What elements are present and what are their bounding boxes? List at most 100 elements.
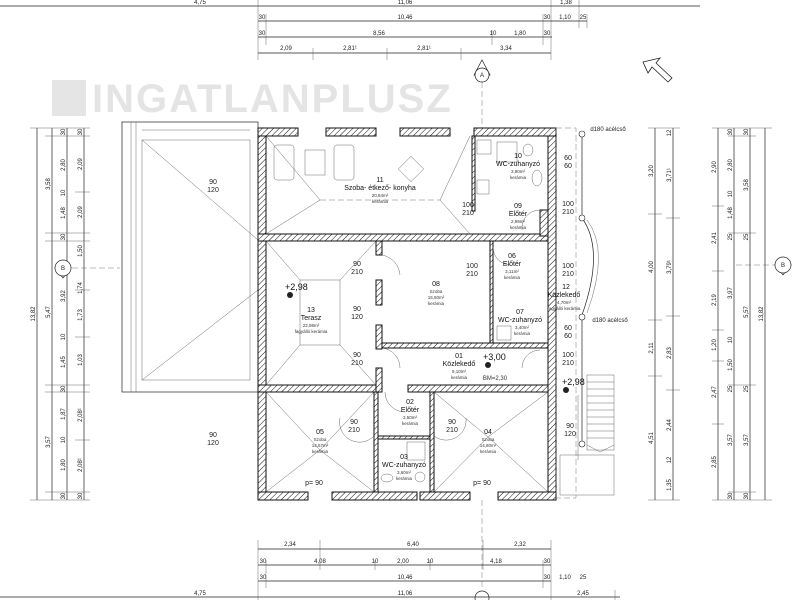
room-13-label: 13 Terasz 22,98m² fagyálló kerámia (295, 307, 328, 334)
room-area: 14,57m² (312, 443, 329, 448)
door-width: 100 (462, 202, 474, 209)
window-width: 90 (566, 423, 574, 430)
stove-icon (476, 139, 492, 155)
room-name: Előtér (503, 261, 522, 268)
dim-label: 10,46 (397, 15, 413, 21)
furniture (273, 139, 543, 483)
dining-table-icon (397, 155, 425, 183)
section-marker-b-left: B (54, 259, 120, 279)
section-marker-a-bottom (474, 500, 490, 600)
room-name: Előtér (509, 211, 528, 218)
dim-label: 2,11 (649, 342, 655, 354)
door-height: 210 (562, 360, 574, 367)
dim-label: 1,80 (61, 459, 67, 471)
section-marker-a-top: A (473, 59, 491, 130)
dim-label: 30 (728, 128, 734, 135)
room-area: 15,50m² (428, 295, 445, 300)
dim-label: 4,00 (649, 261, 655, 273)
sofa-icon (273, 144, 295, 181)
room-name: Szoba (430, 289, 443, 294)
parapet-label: p= 90 (305, 480, 323, 487)
dim-label: 30 (61, 233, 67, 240)
dim-label: 25 (744, 233, 750, 240)
dim-label: 3,57 (46, 436, 52, 448)
dim-label: 2,80 (728, 159, 734, 171)
dim-label: 3,34 (500, 46, 512, 52)
dim-label: 2,90 (712, 161, 718, 173)
level-marker-icon (485, 362, 491, 368)
dim-label: 25 (728, 233, 734, 240)
room-12-label: 12 Közlekedő 4,70m² fagyálló kerámia (548, 284, 581, 311)
dim-label: 3,20 (649, 165, 655, 177)
dim-label: 1,48 (728, 207, 734, 219)
room-number: 09 (514, 203, 522, 210)
dim-label: 2,41 (712, 232, 718, 244)
dim-label: 10 (728, 190, 734, 197)
armchair-icon (333, 144, 355, 181)
dim-label: 10 (61, 436, 67, 443)
level-terrace: +2,98 (285, 282, 308, 292)
room-name: WC-zuhanyzó (498, 317, 542, 324)
dim-label: 1,48 (61, 207, 67, 219)
room-05-label: 05 Szoba 14,57m² kerámia (312, 429, 329, 454)
room-07-label: 07 WC-zuhanyzó 3,40m² kerámia (498, 309, 542, 336)
dim-label: 4,18 (490, 559, 502, 565)
dim-label: 5,57 (744, 306, 750, 318)
room-floor: kerámia (428, 301, 445, 306)
room-08-label: 08 Szoba 15,50m² kerámia (428, 281, 445, 306)
room-number: 10 (514, 153, 522, 160)
dim-label: 4,51 (649, 432, 655, 444)
dim-label: 30 (61, 385, 67, 392)
toilet-icon (522, 143, 534, 157)
dim-label: 30 (544, 559, 551, 565)
dim-label: 10,46 (397, 575, 413, 581)
dim-label: 3,57 (744, 434, 750, 446)
sink-icon (476, 179, 490, 195)
room-area: 3,11m² (505, 269, 519, 274)
door-width: 90 (209, 432, 217, 439)
room-floor: kerámia (372, 199, 389, 204)
room-10-label: 10 WC-zuhanyzó 3,90m² kerámia (496, 153, 540, 180)
room-06-label: 06 Előtér 3,11m² kerámia (503, 253, 522, 280)
dim-label: 3,97 (728, 287, 734, 299)
room-03-label: 03 WC-zuhanyzó 3,60m² kerámia (382, 454, 426, 481)
bm-label: BM=2,30 (483, 376, 508, 382)
dim-label: 25 (580, 575, 587, 581)
level-stairs: +2,98 (562, 377, 585, 387)
door-width: 90 (448, 419, 456, 426)
dim-label: 8,56 (373, 31, 385, 37)
dim-label: 3,57 (728, 434, 734, 446)
dim-label: 30 (744, 492, 750, 499)
dim-label: 1,10 (559, 15, 571, 21)
dim-label: 12 (667, 456, 673, 463)
dim-label: 30 (259, 15, 266, 21)
roof-outline (121, 121, 259, 393)
room-area: 20,84m² (372, 193, 389, 198)
room-number: 03 (400, 454, 408, 461)
door-width: 100 (562, 352, 574, 359)
room-number: 02 (406, 399, 414, 406)
level-markers: +2,98 +3,00 BM=2,30 +2,98 (285, 282, 585, 393)
pipe-post-icon (578, 130, 586, 138)
pipe-label: d180 acélcső (590, 127, 626, 133)
door-width: 100 (562, 201, 574, 208)
shower-icon (496, 325, 512, 341)
dim-label: 2,45 (577, 591, 589, 597)
dim-label: 10 (372, 559, 379, 565)
door-height: 210 (446, 427, 458, 434)
shower-icon (496, 141, 518, 163)
north-arrow-icon (642, 57, 673, 83)
room-area: 9,10m² (452, 369, 467, 374)
dim-label: 30 (544, 575, 551, 581)
staircase (559, 374, 615, 496)
door-width: 100 (466, 263, 478, 270)
dim-label: 2,32 (514, 542, 526, 548)
door-labels: 90 120 100 210 60 60 100 210 90 210 100 … (207, 127, 628, 487)
room-number: 11 (376, 177, 383, 184)
room-02-label: 02 Előtér 3,50m² kerámia (401, 399, 420, 426)
dim-label: 3,58 (744, 179, 750, 191)
room-number: 06 (508, 253, 516, 260)
room-11-label: 11 Szoba- étkező- konyha 20,84m² kerámia (344, 177, 416, 204)
dim-label: 1,20 (712, 339, 718, 351)
window-height: 60 (564, 163, 572, 170)
